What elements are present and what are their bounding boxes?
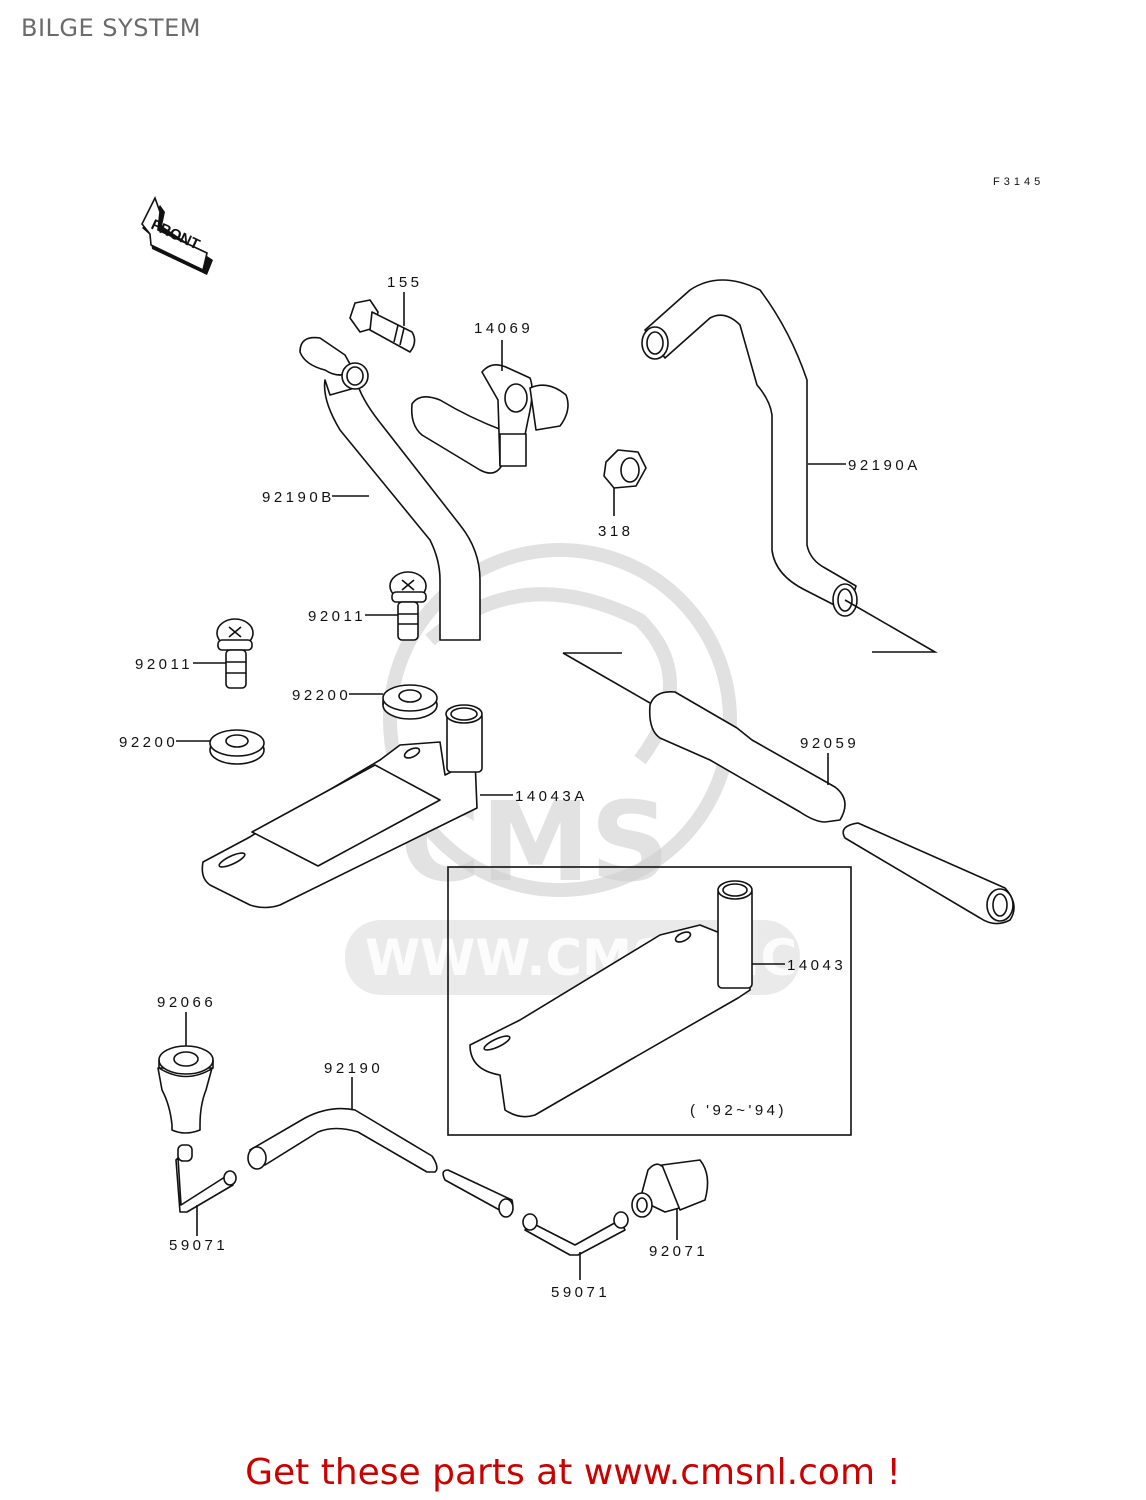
part-155-bolt[interactable]	[349, 299, 416, 353]
label-14043A[interactable]: 14043A	[515, 788, 588, 805]
footer-cta-link[interactable]: Get these parts at www.cmsnl.com !	[245, 1452, 901, 1493]
part-92011-screw-lower[interactable]	[216, 618, 254, 689]
label-59071-left[interactable]: 59071	[169, 1237, 228, 1254]
figure-code: F3145	[993, 176, 1045, 188]
part-92059-pipe[interactable]	[648, 690, 1015, 925]
part-59071-joint-left[interactable]	[175, 1144, 237, 1213]
part-92071-fitting[interactable]	[631, 1159, 709, 1218]
label-14043[interactable]: 14043	[787, 957, 846, 974]
part-92190-hose[interactable]	[247, 1107, 514, 1218]
part-92190A-hose[interactable]	[641, 279, 858, 617]
part-59071-joint-right[interactable]	[522, 1211, 629, 1256]
part-92200-washer-upper[interactable]	[382, 684, 438, 720]
label-318[interactable]: 318	[598, 523, 634, 540]
label-92200-upper[interactable]: 92200	[292, 687, 351, 704]
part-14043A-filter[interactable]	[201, 704, 483, 909]
part-92200-washer-lower[interactable]	[209, 729, 265, 765]
inset-year-note: ( '92~'94)	[690, 1102, 787, 1119]
label-92011-upper[interactable]: 92011	[308, 608, 366, 625]
label-92190B[interactable]: 92190B	[262, 489, 335, 506]
front-arrow-icon: FRONT	[141, 195, 213, 275]
part-14069-fitting[interactable]	[410, 364, 569, 474]
label-92071[interactable]: 92071	[649, 1243, 708, 1260]
label-92190A[interactable]: 92190A	[848, 457, 921, 474]
page-title: BILGE SYSTEM	[21, 14, 201, 42]
part-14043-filter[interactable]	[469, 880, 753, 1118]
label-92059[interactable]: 92059	[800, 735, 859, 752]
label-14069[interactable]: 14069	[474, 320, 533, 337]
label-59071-right[interactable]: 59071	[551, 1284, 610, 1301]
part-92011-screw-upper[interactable]	[389, 571, 427, 641]
part-92190B-hose[interactable]	[299, 336, 481, 641]
label-92066[interactable]: 92066	[157, 994, 216, 1011]
label-92190[interactable]: 92190	[324, 1060, 383, 1077]
part-92066-grommet[interactable]	[157, 1045, 214, 1134]
connection-line-right	[844, 599, 938, 653]
connection-line-diag	[562, 652, 651, 704]
label-92200-lower[interactable]: 92200	[119, 734, 178, 751]
inset-box-92-94: 14043 ( '92~'94)	[447, 866, 852, 1136]
label-92011-lower[interactable]: 92011	[135, 656, 193, 673]
label-155[interactable]: 155	[387, 274, 423, 291]
part-318-nut[interactable]	[603, 449, 647, 489]
